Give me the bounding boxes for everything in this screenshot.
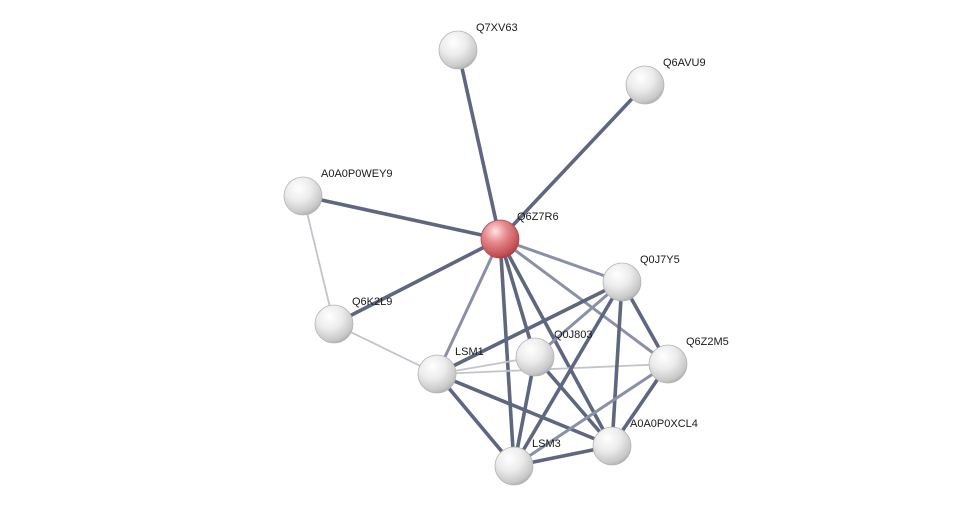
- edge-q6z2m5-lsm3: [512, 362, 670, 468]
- edge-q6z7r6-q0j7y5: [498, 237, 624, 284]
- node-q6avu9[interactable]: [625, 65, 665, 105]
- edge-q6z7r6-q0j803: [498, 237, 537, 359]
- node-label-q6k2l9: Q6K2L9: [352, 296, 392, 308]
- node-label-lsm3: LSM3: [532, 438, 561, 450]
- edge-lsm1-q6z2m5: [436, 363, 669, 375]
- node-q0j7y5[interactable]: [602, 262, 642, 302]
- edge-lsm1-q0j7y5: [435, 280, 624, 376]
- node-a0a0p0wey9[interactable]: [283, 176, 323, 216]
- edge-q6z7r6-q7xv63: [456, 48, 502, 241]
- node-layer: [283, 30, 688, 486]
- node-lsm3[interactable]: [494, 446, 534, 486]
- node-label-q6avu9: Q6AVU9: [663, 57, 706, 69]
- node-label-q6z2m5: Q6Z2M5: [686, 336, 729, 348]
- node-q0j803[interactable]: [515, 337, 555, 377]
- edge-q6z7r6-q6k2l9: [332, 237, 502, 326]
- node-label-a0a0p0wey9: A0A0P0WEY9: [321, 168, 393, 180]
- edge-q6z7r6-q6avu9: [498, 83, 647, 241]
- edge-q0j7y5-a0a0p0xcl4: [610, 280, 624, 448]
- edge-lsm1-lsm3: [435, 372, 516, 468]
- node-lsm1[interactable]: [417, 354, 457, 394]
- node-label-q0j7y5: Q0J7Y5: [640, 254, 680, 266]
- edge-a0a0p0wey9-q6k2l9: [302, 195, 335, 325]
- node-label-q0j803: Q0J803: [554, 329, 593, 341]
- node-label-lsm1: LSM1: [455, 346, 484, 358]
- edge-q6z7r6-a0a0p0wey9: [301, 194, 502, 241]
- label-layer: Q7XV63Q6AVU9A0A0P0WEY9Q6Z7R6Q0J7Y5Q6K2L9…: [321, 22, 729, 450]
- edge-q6z7r6-lsm1: [435, 237, 502, 376]
- node-label-q6z7r6: Q6Z7R6: [517, 211, 559, 223]
- node-q6z2m5[interactable]: [648, 344, 688, 384]
- node-label-q7xv63: Q7XV63: [476, 22, 518, 34]
- node-q6k2l9[interactable]: [314, 304, 354, 344]
- edge-q0j7y5-lsm3: [512, 280, 624, 468]
- node-a0a0p0xcl4[interactable]: [592, 426, 632, 466]
- node-label-a0a0p0xcl4: A0A0P0XCL4: [630, 418, 698, 430]
- edge-q6z7r6-a0a0p0xcl4: [498, 237, 614, 448]
- edge-layer: [301, 48, 670, 468]
- edge-q6z7r6-lsm3: [498, 237, 516, 468]
- node-q6z7r6[interactable]: [480, 219, 520, 259]
- node-q7xv63[interactable]: [438, 30, 478, 70]
- edge-q0j803-a0a0p0xcl4: [533, 355, 614, 448]
